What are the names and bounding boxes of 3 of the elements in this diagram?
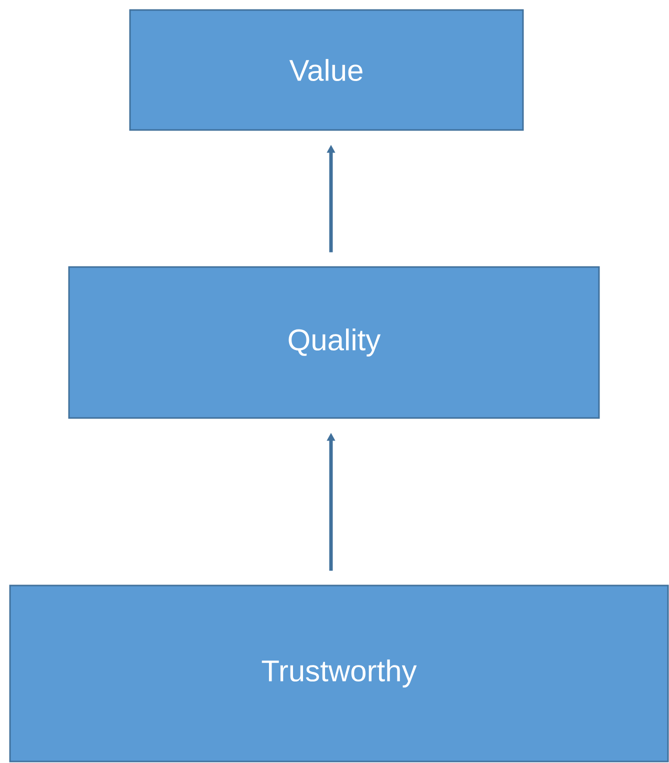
process-box: Value (129, 9, 524, 131)
process-box: Quality (68, 266, 600, 419)
process-box: Trustworthy (9, 584, 669, 762)
